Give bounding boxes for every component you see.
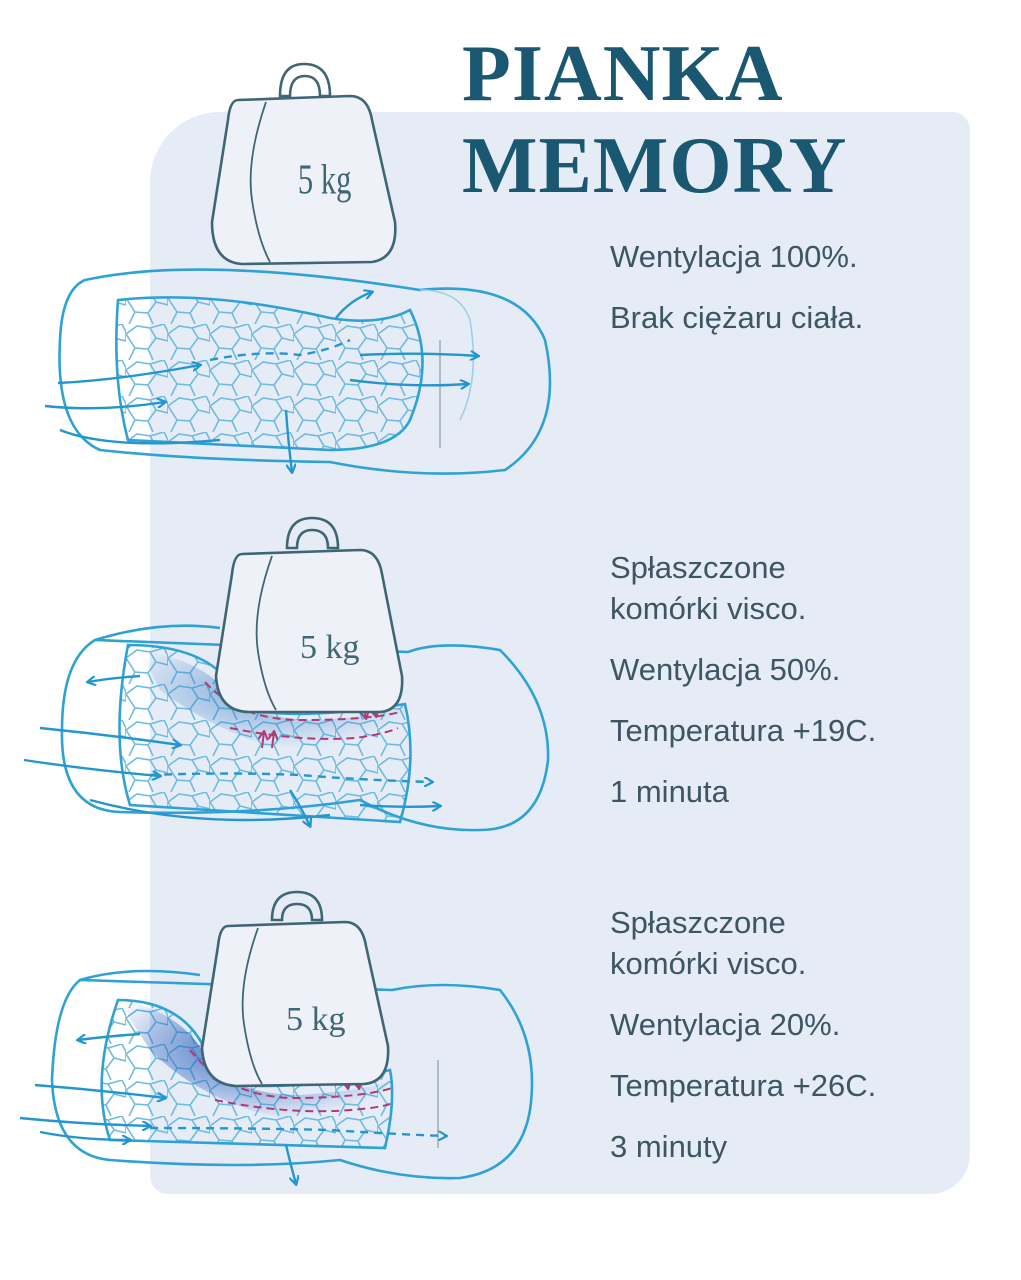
stage-1-description: Wentylacja 100%. Brak ciężaru ciała. [610,236,863,358]
description-line: Spłaszczone [610,905,786,940]
description-line: Brak ciężaru ciała. [610,300,864,335]
description-line: 1 minuta [610,774,729,809]
stage-2-description: Spłaszczone komórki visco. Wentylacja 50… [610,547,876,832]
stage-3-description: Spłaszczone komórki visco. Wentylacja 20… [610,902,876,1187]
description-line: komórki visco. [610,591,807,626]
description-line: Spłaszczone [610,550,786,585]
airflow-arrows [19,1032,446,1184]
airflow-arrows [44,292,478,472]
weight-label: 5 kg [286,1001,346,1038]
description-line: komórki visco. [610,946,807,981]
description-line: Wentylacja 20%. [610,1007,841,1042]
weight-icon: 5 kg [210,62,397,266]
stage-2-illustration: 5 kg [23,516,550,832]
page-title: PIANKA MEMORY [462,28,847,212]
weight-label: 5 kg [298,157,352,204]
stage-1-illustration: 5 kg [44,62,552,475]
description-line: Temperatura +26C. [610,1068,877,1103]
description-line: Wentylacja 100%. [610,239,858,274]
stage-3-illustration: 5 kg [19,890,534,1184]
description-line: 3 minuty [610,1129,728,1164]
airflow-arrows [23,674,440,826]
title-line-1: PIANKA [462,30,784,118]
weight-label: 5 kg [300,629,360,666]
title-line-2: MEMORY [462,122,848,210]
description-line: Wentylacja 50%. [610,652,841,687]
description-line: Temperatura +19C. [610,713,877,748]
weight-icon: 5 kg [214,516,404,714]
weight-icon: 5 kg [200,890,390,1088]
